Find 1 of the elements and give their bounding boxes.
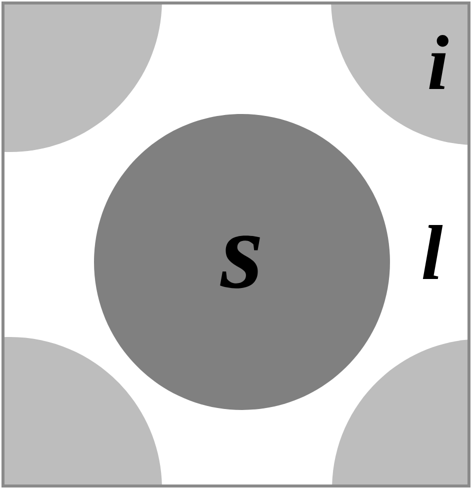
region-label: l <box>422 225 443 279</box>
